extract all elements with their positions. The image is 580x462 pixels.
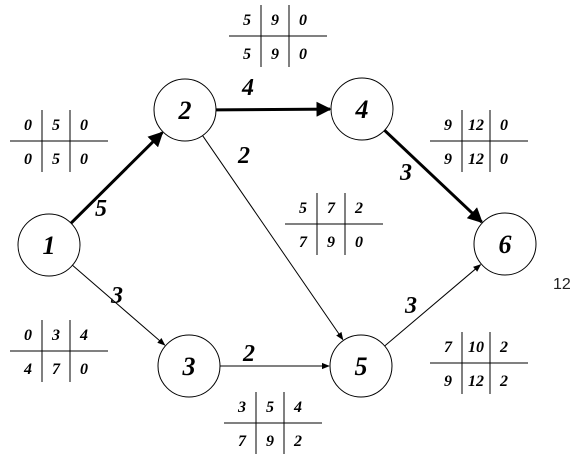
node-label-4: 4 xyxy=(355,95,369,124)
node-2: 2 xyxy=(153,78,217,142)
node-4: 4 xyxy=(330,77,394,141)
edge-2-4 xyxy=(215,101,332,117)
table-cell: 0 xyxy=(500,151,508,168)
edge-weight-1-3: 3 xyxy=(110,283,123,309)
table-cell: 7 xyxy=(299,234,308,251)
edge-weight-3-5: 2 xyxy=(242,341,255,367)
node-circle-4 xyxy=(330,77,394,141)
node-3: 3 xyxy=(157,334,221,398)
table-cell: 3 xyxy=(51,327,60,344)
time-table-6: 7 10 2 9 12 2 xyxy=(430,332,528,394)
node-circle-2 xyxy=(153,78,217,142)
table-cell: 10 xyxy=(468,339,484,356)
table-cell: 5 xyxy=(243,46,251,63)
table-cell: 4 xyxy=(293,399,302,416)
edge-2-5 xyxy=(202,135,344,341)
edge-4-6 xyxy=(383,129,483,224)
time-table-5: 5 7 2 7 9 0 xyxy=(285,193,383,255)
table-cell: 0 xyxy=(500,117,508,134)
node-circle-6 xyxy=(473,212,537,276)
node-label-1: 1 xyxy=(43,231,56,260)
time-table-4: 9 12 0 9 12 0 xyxy=(430,110,528,172)
table-cell: 0 xyxy=(24,151,32,168)
table-cell: 0 xyxy=(80,151,88,168)
node-6: 6 xyxy=(473,212,537,276)
node-label-2: 2 xyxy=(178,96,192,125)
table-cell: 5 xyxy=(299,200,307,217)
table-cell: 5 xyxy=(52,117,60,134)
edges-layer: 5 3 4 2 2 3 3 xyxy=(69,75,483,370)
table-cell: 0 xyxy=(80,361,88,378)
time-table-5b: 3 5 4 7 9 2 xyxy=(224,392,322,454)
table-cell: 12 xyxy=(468,117,484,134)
table-cell: 9 xyxy=(444,373,452,390)
table-cell: 9 xyxy=(444,117,452,134)
table-cell: 9 xyxy=(444,151,452,168)
table-cell: 0 xyxy=(24,117,32,134)
time-table-2: 5 9 0 5 9 0 xyxy=(229,5,327,67)
table-cell: 0 xyxy=(355,234,363,251)
edge-weight-4-6: 3 xyxy=(399,160,412,186)
table-cell: 5 xyxy=(243,12,251,29)
edge-weight-2-4: 4 xyxy=(241,75,254,101)
table-cell: 5 xyxy=(52,151,60,168)
table-cell: 0 xyxy=(299,12,307,29)
table-cell: 9 xyxy=(271,46,279,63)
time-table-1: 0 5 0 0 5 0 xyxy=(10,110,108,172)
edge-weight-2-5: 2 xyxy=(237,143,250,169)
edge-weight-1-2: 5 xyxy=(95,196,107,222)
edge-1-2 xyxy=(69,131,164,225)
table-cell: 2 xyxy=(293,433,302,450)
node-1: 1 xyxy=(17,213,81,277)
table-cell: 0 xyxy=(299,46,307,63)
table-cell: 9 xyxy=(266,433,274,450)
table-cell: 7 xyxy=(52,361,61,378)
table-cell: 5 xyxy=(266,399,274,416)
node-label-3: 3 xyxy=(182,352,196,381)
node-label-5: 5 xyxy=(355,352,368,381)
table-cell: 9 xyxy=(271,12,279,29)
edge-1-3 xyxy=(72,264,166,346)
table-cell: 2 xyxy=(354,200,363,217)
node-circle-3 xyxy=(157,334,221,398)
table-cell: 4 xyxy=(79,327,88,344)
table-cell: 2 xyxy=(499,373,508,390)
table-cell: 7 xyxy=(444,339,453,356)
edge-weight-5-6: 3 xyxy=(404,293,417,319)
node-circle-5 xyxy=(329,334,393,398)
node-circle-1 xyxy=(17,213,81,277)
table-cell: 7 xyxy=(238,433,247,450)
table-cell: 3 xyxy=(237,399,246,416)
table-cell: 12 xyxy=(468,373,484,390)
edge-5-6 xyxy=(384,264,482,347)
table-cell: 4 xyxy=(23,361,32,378)
table-cell: 9 xyxy=(327,234,335,251)
table-cell: 0 xyxy=(24,327,32,344)
table-cell: 7 xyxy=(327,200,336,217)
table-cell: 12 xyxy=(468,151,484,168)
node-label-6: 6 xyxy=(499,230,512,259)
table-cell: 2 xyxy=(499,339,508,356)
total-duration-label: 12 xyxy=(553,276,571,293)
time-table-3: 0 3 4 4 7 0 xyxy=(10,320,108,382)
node-5: 5 xyxy=(329,334,393,398)
table-cell: 0 xyxy=(80,117,88,134)
